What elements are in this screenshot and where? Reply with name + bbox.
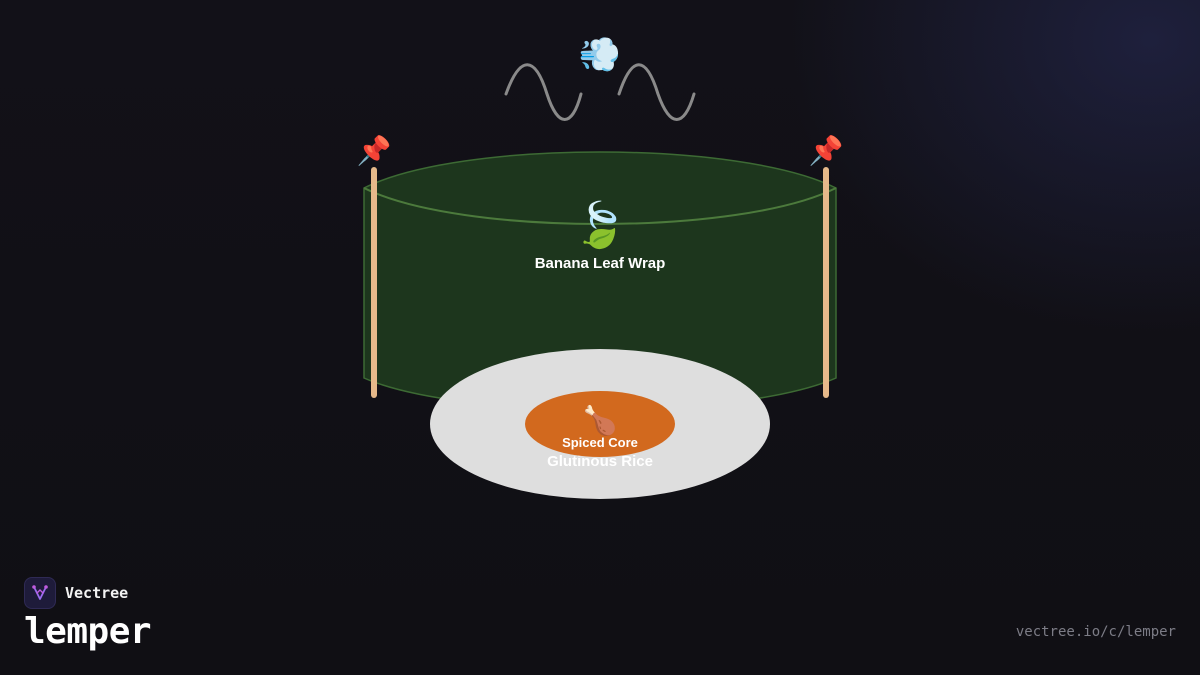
leaf-icon: 🍃 xyxy=(573,198,628,251)
pushpin-icon: 📌 xyxy=(809,133,844,167)
banana-leaf-label: Banana Leaf Wrap xyxy=(535,255,666,272)
steam-puff-icon: 💨 xyxy=(579,35,621,75)
skewer-right xyxy=(823,167,829,398)
glutinous-rice-label: Glutinous Rice xyxy=(547,453,653,470)
steam-line-right xyxy=(617,63,696,121)
spiced-core-label: Spiced Core xyxy=(562,435,638,450)
skewer-left xyxy=(371,167,377,398)
brand: Vectree xyxy=(24,577,128,609)
brand-name: Vectree xyxy=(65,584,129,602)
page-url[interactable]: vectree.io/c/lemper xyxy=(1015,624,1176,640)
banana-leaf-fold xyxy=(363,187,837,225)
drumstick-icon: 🍗 xyxy=(583,404,618,437)
steam-line-left xyxy=(504,63,583,121)
pushpin-icon: 📌 xyxy=(357,133,392,167)
spiced-core xyxy=(525,391,675,457)
vectree-fork-icon xyxy=(24,577,56,609)
page-title: lemper xyxy=(24,611,152,652)
